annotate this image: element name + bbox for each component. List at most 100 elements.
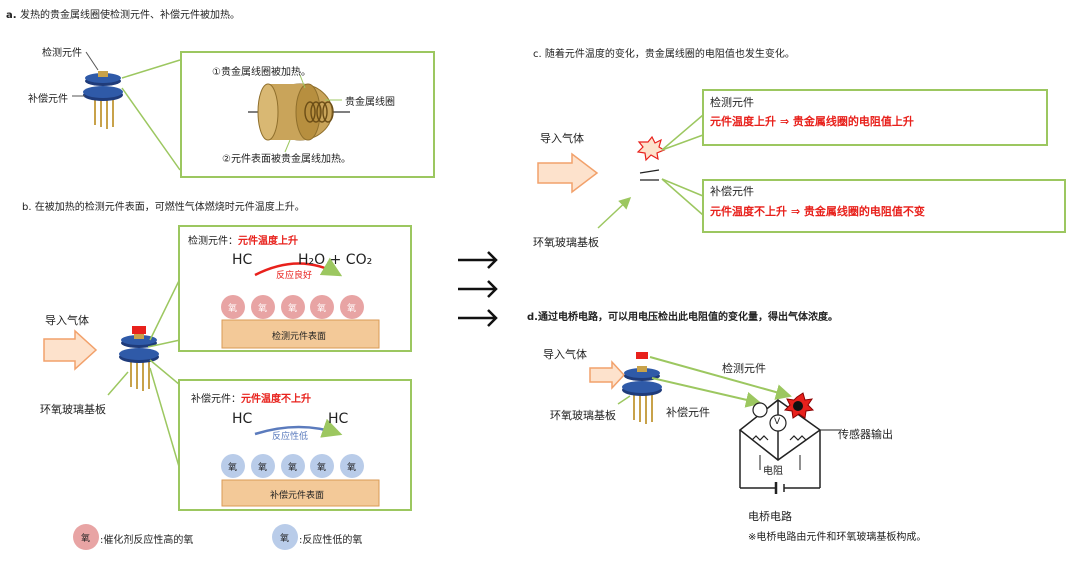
comp-result-box bbox=[702, 179, 1066, 233]
heat-burst-icon bbox=[636, 352, 648, 359]
oxygen-glyph: 氧 bbox=[288, 304, 298, 314]
oxygen-glyph: 氧 bbox=[347, 304, 357, 314]
oxygen-glyph: 氧 bbox=[288, 463, 298, 473]
element-line bbox=[639, 169, 660, 174]
panel-c bbox=[537, 89, 1066, 233]
substrate-pointer bbox=[617, 395, 631, 405]
legend-low-reactivity: :反应性低的氧 bbox=[299, 535, 363, 546]
detect-result-box bbox=[702, 89, 1048, 146]
voltmeter-glyph: V bbox=[774, 417, 781, 427]
comp-box-title: 补偿元件：元件温度不上升 bbox=[191, 390, 311, 405]
coil-icon bbox=[304, 101, 334, 123]
legend-blue-oxygen-glyph: 氧 bbox=[280, 534, 290, 544]
detect-status: 元件温度上升 bbox=[238, 236, 298, 247]
sensor-output-label: 传感器输出 bbox=[838, 428, 893, 441]
hc-right: HC bbox=[328, 411, 349, 427]
reaction-good-arrow bbox=[254, 257, 343, 277]
comp-surface-label: 补偿元件表面 bbox=[270, 491, 325, 501]
pink-oxygen-circle bbox=[281, 295, 305, 319]
pink-oxygen-circle bbox=[221, 295, 245, 319]
blue-oxygen-circle bbox=[251, 454, 275, 478]
bridge-circuit bbox=[738, 399, 840, 494]
panel-b-title: b. 在被加热的检测元件表面，可燃性气体燃烧时元件温度上升。 bbox=[22, 202, 305, 213]
comp-status: 元件温度不上升 bbox=[241, 394, 311, 405]
element-face bbox=[257, 83, 279, 141]
substrate-label-c: 环氧玻璃基板 bbox=[533, 236, 599, 249]
note-precious-coil: 贵金属线圈 bbox=[345, 97, 395, 108]
comp-wire bbox=[651, 377, 762, 408]
transition-arrows bbox=[458, 251, 498, 327]
detect-box-title-text: 检测元件： bbox=[188, 236, 238, 247]
detect-node bbox=[793, 401, 803, 411]
oxygen-glyph: 氧 bbox=[317, 463, 327, 473]
pink-oxygen-circle bbox=[251, 295, 275, 319]
reaction-low-arrow bbox=[254, 418, 343, 438]
detect-wire bbox=[649, 356, 792, 400]
substrate-pointer bbox=[597, 196, 632, 229]
detect-leader bbox=[85, 51, 99, 71]
oxygen-glyph: 氧 bbox=[258, 463, 268, 473]
legend-blue-oxygen bbox=[272, 524, 298, 550]
gas-arrow-icon bbox=[537, 152, 599, 194]
zoom-line-c3 bbox=[661, 178, 704, 197]
panel-a bbox=[72, 51, 435, 178]
hc-reactant: HC bbox=[232, 252, 253, 268]
panel-a-title-prefix: a. bbox=[6, 10, 17, 21]
panel-d bbox=[589, 352, 840, 494]
zoom-line-top bbox=[121, 59, 181, 79]
gas-arrow-icon bbox=[589, 360, 626, 390]
heat-burst-icon bbox=[636, 135, 666, 162]
note2-pointer bbox=[284, 139, 291, 153]
plus-terminal-icon bbox=[752, 402, 768, 418]
zoom-line-bottom bbox=[121, 87, 181, 171]
zoom-line-c1 bbox=[661, 114, 704, 151]
comp-label-d: 补偿元件 bbox=[666, 406, 710, 419]
oxygen-glyph: 氧 bbox=[228, 463, 238, 473]
comp-result-title: 补偿元件 bbox=[710, 185, 754, 198]
panel-d-title: d.通过电桥电路，可以用电压检出此电阻值的变化量，得出气体浓度。 bbox=[527, 312, 838, 323]
blue-oxygen-row bbox=[221, 454, 364, 478]
substrate-pointer bbox=[107, 371, 129, 396]
reaction-products: H₂O + CO₂ bbox=[298, 252, 373, 268]
reaction-good-label: 反应良好 bbox=[276, 271, 313, 281]
resistor-label: 电阻 bbox=[763, 466, 783, 477]
panel-a-title-text: 发热的贵金属线圈使检测元件、补偿元件被加热。 bbox=[20, 10, 241, 21]
oxygen-glyph: 氧 bbox=[317, 304, 327, 314]
right-arrow-icon bbox=[458, 251, 498, 269]
label-detect-element: 检测元件 bbox=[42, 48, 82, 59]
blue-oxygen-circle bbox=[310, 454, 334, 478]
zoom-line-c4 bbox=[661, 178, 704, 216]
panel-c-title: c. 随着元件温度的变化，贵金属线圈的电阻值也发生变化。 bbox=[533, 49, 795, 60]
zoom-line-b3 bbox=[149, 359, 181, 386]
blue-oxygen-circle bbox=[281, 454, 305, 478]
detect-result-title: 检测元件 bbox=[710, 96, 754, 109]
pink-oxygen-circle bbox=[340, 295, 364, 319]
gas-in-label-d: 导入气体 bbox=[543, 348, 587, 361]
zoom-line-b2 bbox=[147, 339, 181, 348]
bridge-note: ※电桥电路由元件和环氧玻璃基板构成。 bbox=[748, 532, 927, 543]
legend-pink-oxygen-glyph: 氧 bbox=[81, 534, 91, 544]
label-comp-element: 补偿元件 bbox=[28, 94, 68, 105]
gas-in-label-c: 导入气体 bbox=[540, 132, 584, 145]
blue-oxygen-circle bbox=[340, 454, 364, 478]
legend-pink-oxygen bbox=[73, 524, 99, 550]
legend-high-reactivity: :催化剂反应性高的氧 bbox=[100, 535, 194, 546]
detect-result-line: 元件温度上升 ⇒ 贵金属线圈的电阻值上升 bbox=[710, 115, 914, 128]
hc-left: HC bbox=[232, 411, 253, 427]
detect-label-d: 检测元件 bbox=[722, 362, 766, 375]
pink-oxygen-row bbox=[221, 295, 364, 319]
reaction-low-label: 反应性低 bbox=[272, 432, 309, 442]
gas-arrow-icon bbox=[43, 329, 98, 371]
panel-b bbox=[43, 225, 412, 550]
substrate-label-b: 环氧玻璃基板 bbox=[40, 403, 106, 416]
oxygen-glyph: 氧 bbox=[347, 463, 357, 473]
voltmeter-icon bbox=[769, 414, 787, 432]
detect-surface bbox=[221, 319, 380, 349]
comp-box-title-text: 补偿元件： bbox=[191, 394, 241, 405]
comp-surface bbox=[221, 479, 380, 507]
panel-a-title: a. 发热的贵金属线圈使检测元件、补偿元件被加热。 bbox=[6, 6, 240, 21]
blue-oxygen-circle bbox=[221, 454, 245, 478]
right-arrow-icon bbox=[458, 280, 498, 298]
zoom-line-c2 bbox=[661, 134, 704, 151]
